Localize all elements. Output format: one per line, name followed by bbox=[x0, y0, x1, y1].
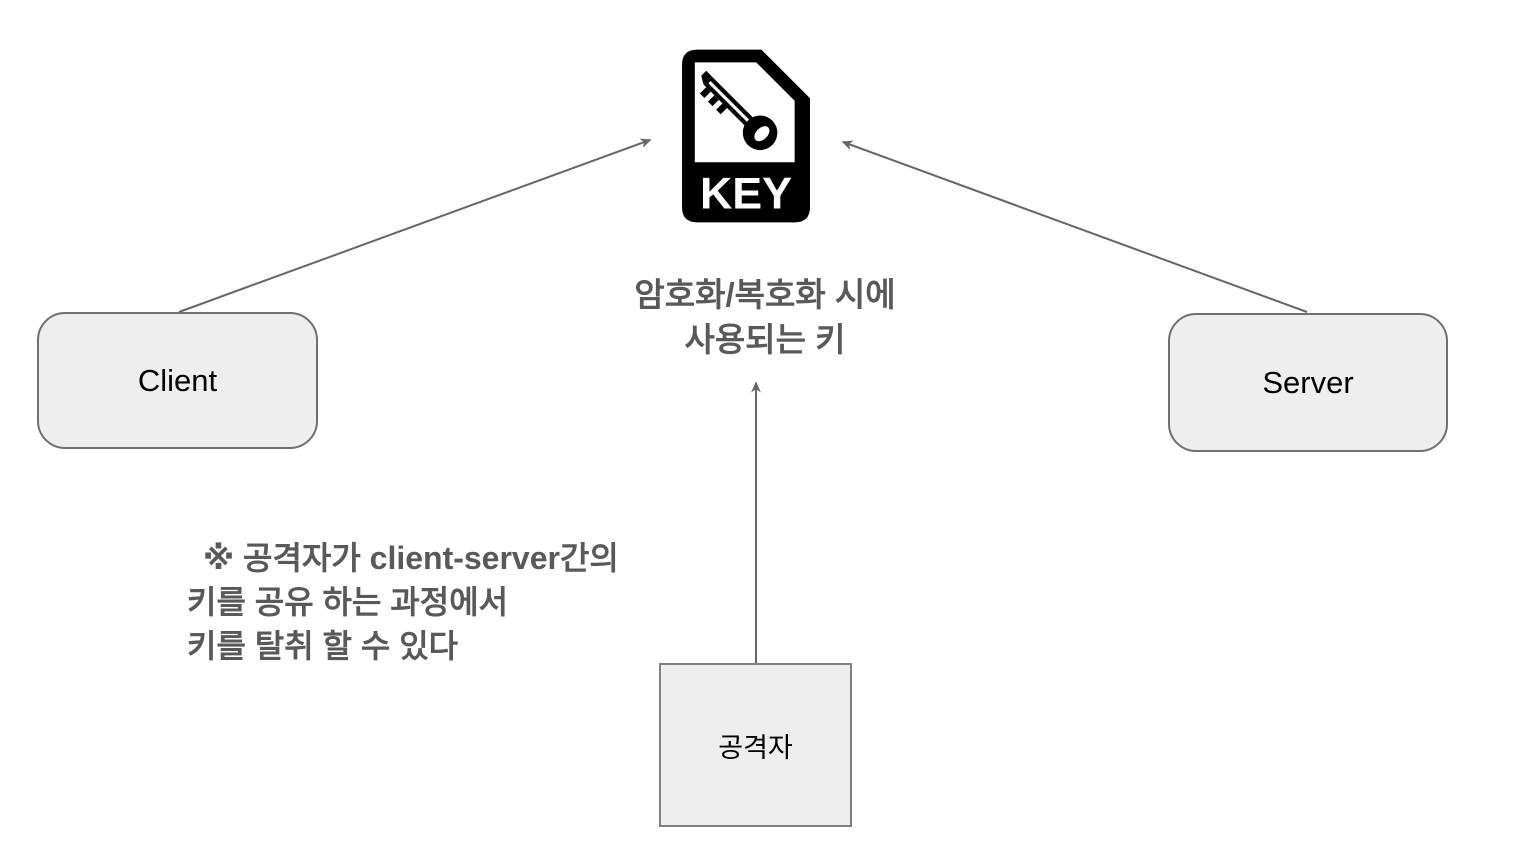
node-client-label: Client bbox=[137, 362, 218, 398]
node-client[interactable]: Client bbox=[37, 312, 318, 449]
key-icon-label: KEY bbox=[700, 168, 792, 218]
node-server[interactable]: Server bbox=[1168, 313, 1448, 452]
attacker-note-line3: 키를 탈취 할 수 있다 bbox=[187, 628, 459, 664]
attacker-note-line1: ※ 공격자가 client-server간의 bbox=[203, 540, 619, 576]
node-attacker[interactable]: 공격자 bbox=[659, 663, 852, 827]
attacker-note-line2: 키를 공유 하는 과정에서 bbox=[187, 584, 509, 620]
key-file-icon: KEY bbox=[682, 49, 810, 223]
key-caption-line2: 사용되는 키 bbox=[684, 321, 846, 358]
arrow-server-to-key bbox=[841, 140, 1308, 313]
key-glyph-icon bbox=[699, 70, 778, 151]
arrow-client-to-key bbox=[178, 138, 652, 313]
attacker-note: ※ 공격자가 client-server간의 키를 공유 하는 과정에서 키를 … bbox=[187, 536, 619, 668]
key-caption-line1: 암호화/복호화 시에 bbox=[634, 276, 896, 313]
node-attacker-label: 공격자 bbox=[718, 732, 793, 763]
node-server-label: Server bbox=[1262, 364, 1354, 400]
key-caption: 암호화/복호화 시에 사용되는 키 bbox=[634, 272, 895, 362]
